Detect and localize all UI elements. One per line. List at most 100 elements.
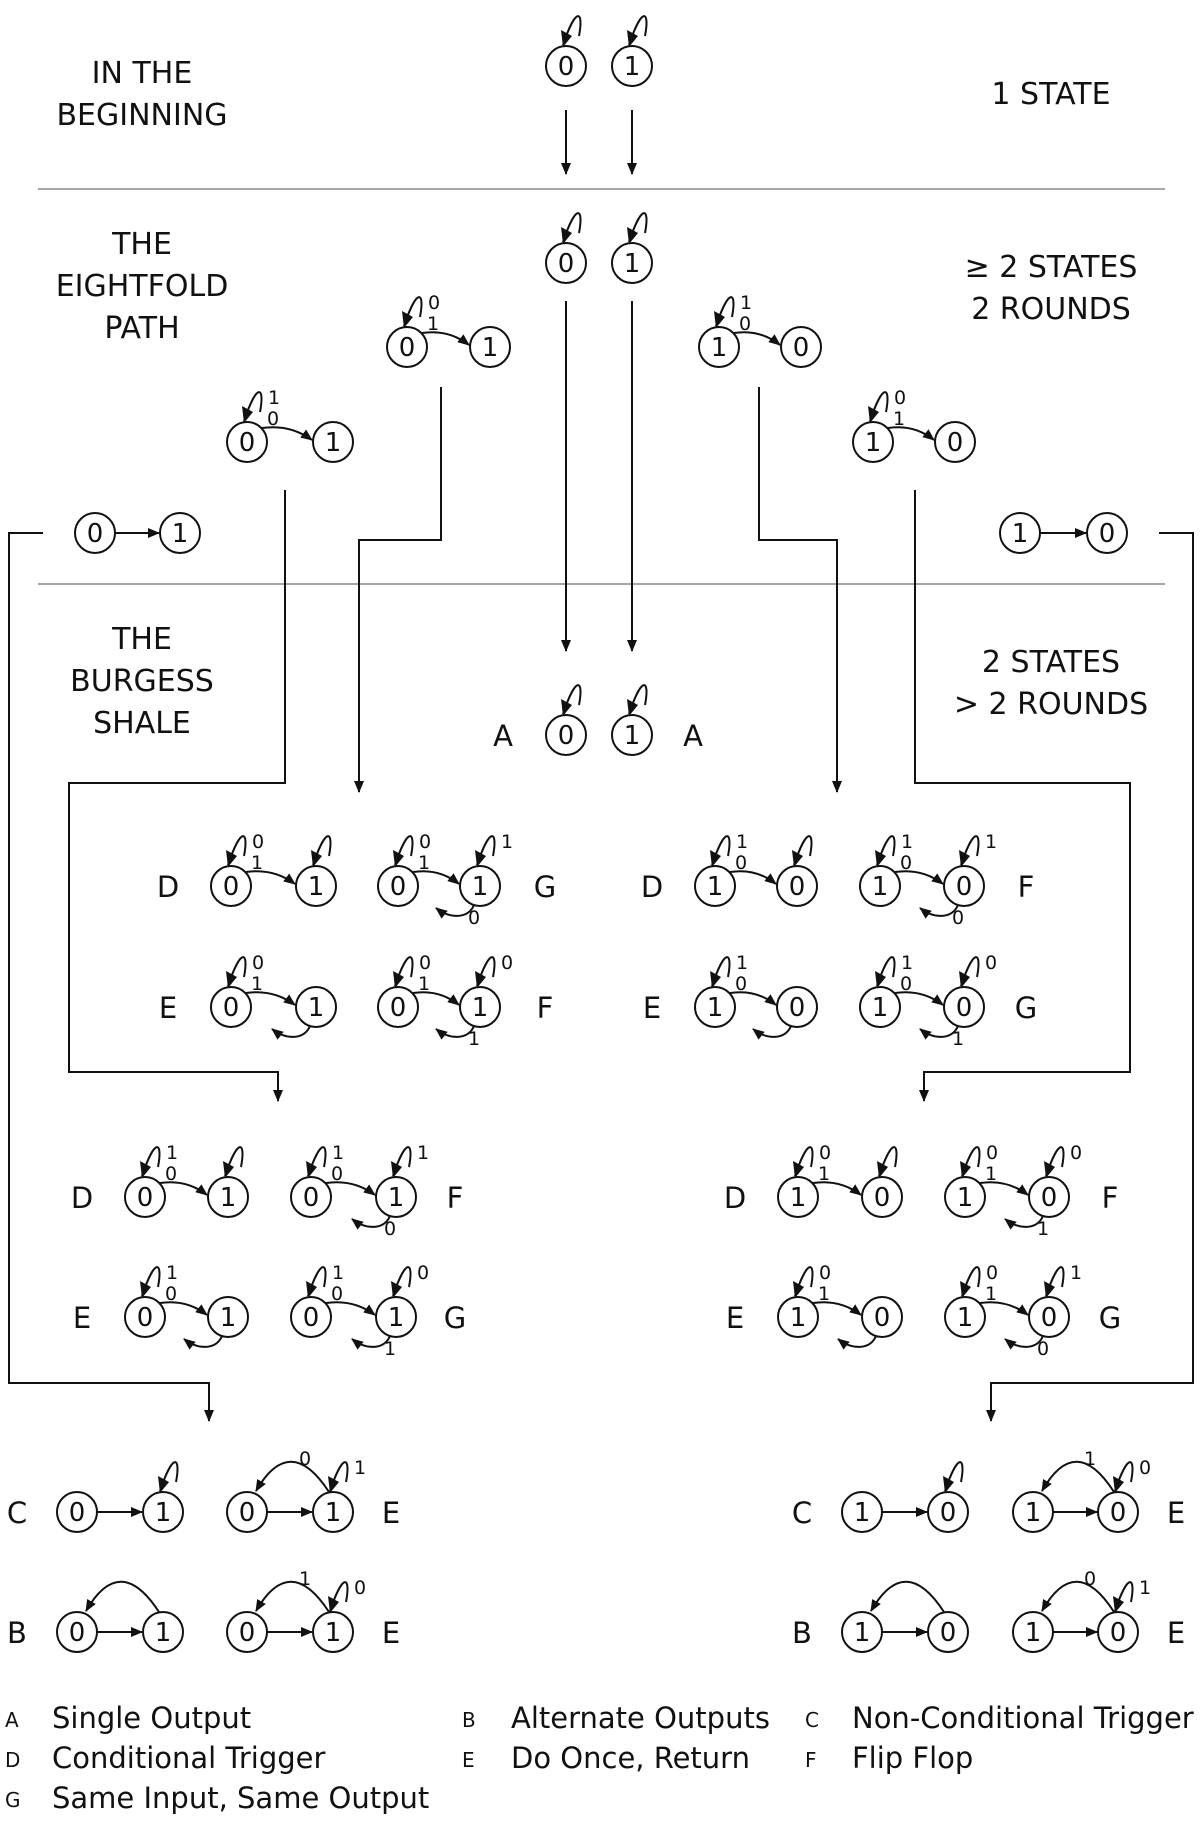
title-line: PATH <box>104 311 179 346</box>
state-node <box>545 714 587 756</box>
behavior-tag: F <box>537 991 554 1025</box>
state-label: 0 <box>223 993 240 1023</box>
transition-label: 0 <box>739 313 751 335</box>
self-loop-arrowhead <box>158 1476 169 1493</box>
state-node <box>290 1176 332 1218</box>
state-node <box>124 1296 166 1338</box>
title-line: BURGESS <box>70 664 214 699</box>
transition-arrow <box>245 870 296 885</box>
behavior-tag: B <box>792 1616 812 1650</box>
state-label: 0 <box>239 1498 256 1528</box>
state-label: 1 <box>711 333 728 363</box>
state-label: 0 <box>1041 1303 1058 1333</box>
state-label: 0 <box>793 333 810 363</box>
transition-arrow <box>894 870 944 885</box>
state-node <box>698 326 740 368</box>
return-label: 1 <box>952 1028 964 1050</box>
behavior-tag: E <box>726 1301 744 1335</box>
self-loop-label: 1 <box>166 1262 178 1284</box>
legend-item: G Same Input, Same Output <box>5 1781 429 1815</box>
section-note-eightfold: ≥ 2 STATES 2 ROUNDS <box>965 250 1138 327</box>
return-arrow <box>919 904 959 919</box>
self-loop-arrowhead <box>306 1281 317 1298</box>
note-line: > 2 ROUNDS <box>954 687 1148 722</box>
return-label: 1 <box>468 1028 480 1050</box>
state-label: 0 <box>69 1618 86 1648</box>
self-loop-label: 1 <box>501 831 513 853</box>
self-loop-arrowhead <box>391 1281 402 1298</box>
legend-key: E <box>462 1748 475 1772</box>
legend-item: C Non-Conditional Trigger <box>805 1701 1194 1735</box>
return-label: 0 <box>384 1218 396 1240</box>
transition-arrow <box>729 870 777 885</box>
state-label: 1 <box>872 993 889 1023</box>
self-loop-arrowhead <box>875 850 886 867</box>
return-label: 1 <box>1037 1218 1049 1240</box>
title-line: THE <box>111 622 172 657</box>
state-node <box>943 986 985 1028</box>
state-machine: 0 <box>545 212 587 284</box>
legend-item: E Do Once, Return <box>462 1741 750 1775</box>
state-node <box>295 986 337 1028</box>
self-loop-label: 0 <box>354 1577 366 1599</box>
self-loop-label: 0 <box>986 1142 998 1164</box>
self-loop-arrowhead <box>393 850 404 867</box>
transition-arrow <box>812 1301 862 1316</box>
state-label: 0 <box>558 52 575 82</box>
behavior-tag: B <box>7 1616 27 1650</box>
transition-label: 1 <box>818 1163 830 1185</box>
legend-item: A Single Output <box>5 1701 251 1735</box>
self-loop-arrowhead <box>1113 1476 1124 1493</box>
state-label: 1 <box>308 872 325 902</box>
legend-text: Single Output <box>52 1701 251 1735</box>
behavior-tag: F <box>447 1181 464 1215</box>
transition-label: 1 <box>418 973 430 995</box>
state-label: 0 <box>956 872 973 902</box>
state-label: 0 <box>956 993 973 1023</box>
state-label: 0 <box>137 1183 154 1213</box>
state-node <box>1028 1296 1070 1338</box>
state-label: 1 <box>220 1183 237 1213</box>
behavior-tag: D <box>71 1181 93 1215</box>
state-node <box>377 865 419 907</box>
self-loop-arrowhead <box>792 850 803 867</box>
transition-arrow <box>159 1181 208 1196</box>
state-label: 1 <box>388 1303 405 1333</box>
transition-arrow <box>729 991 777 1006</box>
self-loop-label: 0 <box>819 1262 831 1284</box>
state-label: 0 <box>1099 519 1116 549</box>
flow-connectors <box>8 110 1194 1422</box>
state-node <box>207 1176 249 1218</box>
self-loop-label: 1 <box>901 831 913 853</box>
state-label: 0 <box>87 519 104 549</box>
self-loop-arrowhead <box>793 1161 804 1178</box>
self-loop-label: 0 <box>252 831 264 853</box>
behavior-tag: G <box>534 870 556 904</box>
state-label: 0 <box>399 333 416 363</box>
self-loop-label: 0 <box>419 831 431 853</box>
return-arrow <box>351 1215 391 1230</box>
flow-arrow <box>8 532 214 1422</box>
state-label: 1 <box>482 333 499 363</box>
legend-item: B Alternate Outputs <box>462 1701 770 1735</box>
state-node <box>386 326 428 368</box>
transition-label: 1 <box>251 973 263 995</box>
state-label: 1 <box>624 721 641 751</box>
behavior-tag: G <box>1099 1301 1121 1335</box>
state-label: 1 <box>790 1183 807 1213</box>
state-machine: 1 <box>611 212 653 284</box>
behavior-tag: C <box>792 1496 812 1530</box>
legend-item: D Conditional Trigger <box>5 1741 326 1775</box>
